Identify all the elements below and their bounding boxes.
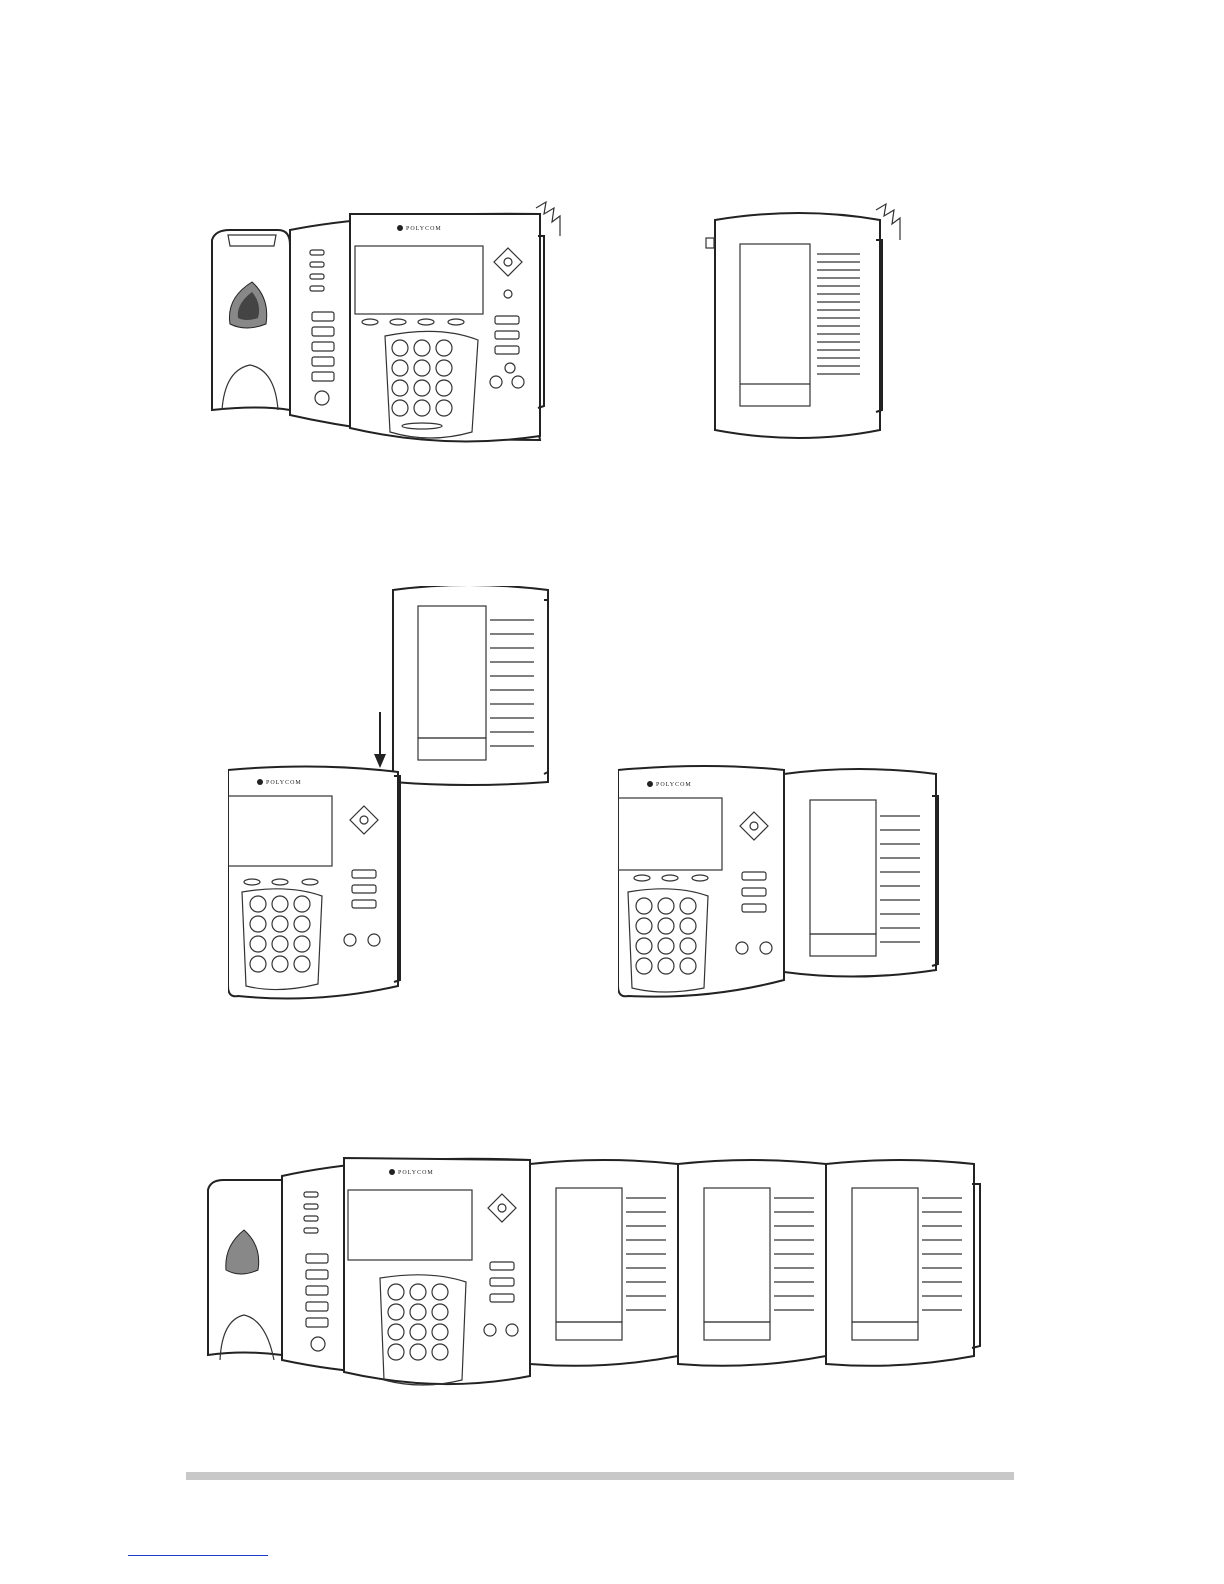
phone-partial: POLYCOM (228, 766, 400, 998)
arrow-down-icon (374, 712, 386, 768)
expansion-module (393, 586, 548, 785)
svg-text:POLYCOM: POLYCOM (266, 780, 302, 786)
figure-module-attached: POLYCOM (618, 760, 948, 1020)
footer-rule (186, 1472, 1014, 1480)
svg-text:POLYCOM: POLYCOM (406, 226, 442, 232)
figure-three-modules: POLYCOM (204, 1150, 994, 1400)
expansion-module-2 (678, 1160, 826, 1366)
expansion-module-3 (826, 1160, 980, 1366)
svg-text:POLYCOM: POLYCOM (656, 782, 692, 788)
figure-attach-module: POLYCOM (228, 586, 558, 1006)
handset (212, 230, 290, 410)
phone-body: POLYCOM (290, 202, 560, 441)
footer-link-underline[interactable] (128, 1555, 268, 1556)
expansion-module (706, 204, 900, 438)
expansion-module-1 (530, 1160, 678, 1366)
figure-phone-and-expansion-module: POLYCOM (200, 200, 920, 460)
svg-text:POLYCOM: POLYCOM (398, 1170, 434, 1176)
